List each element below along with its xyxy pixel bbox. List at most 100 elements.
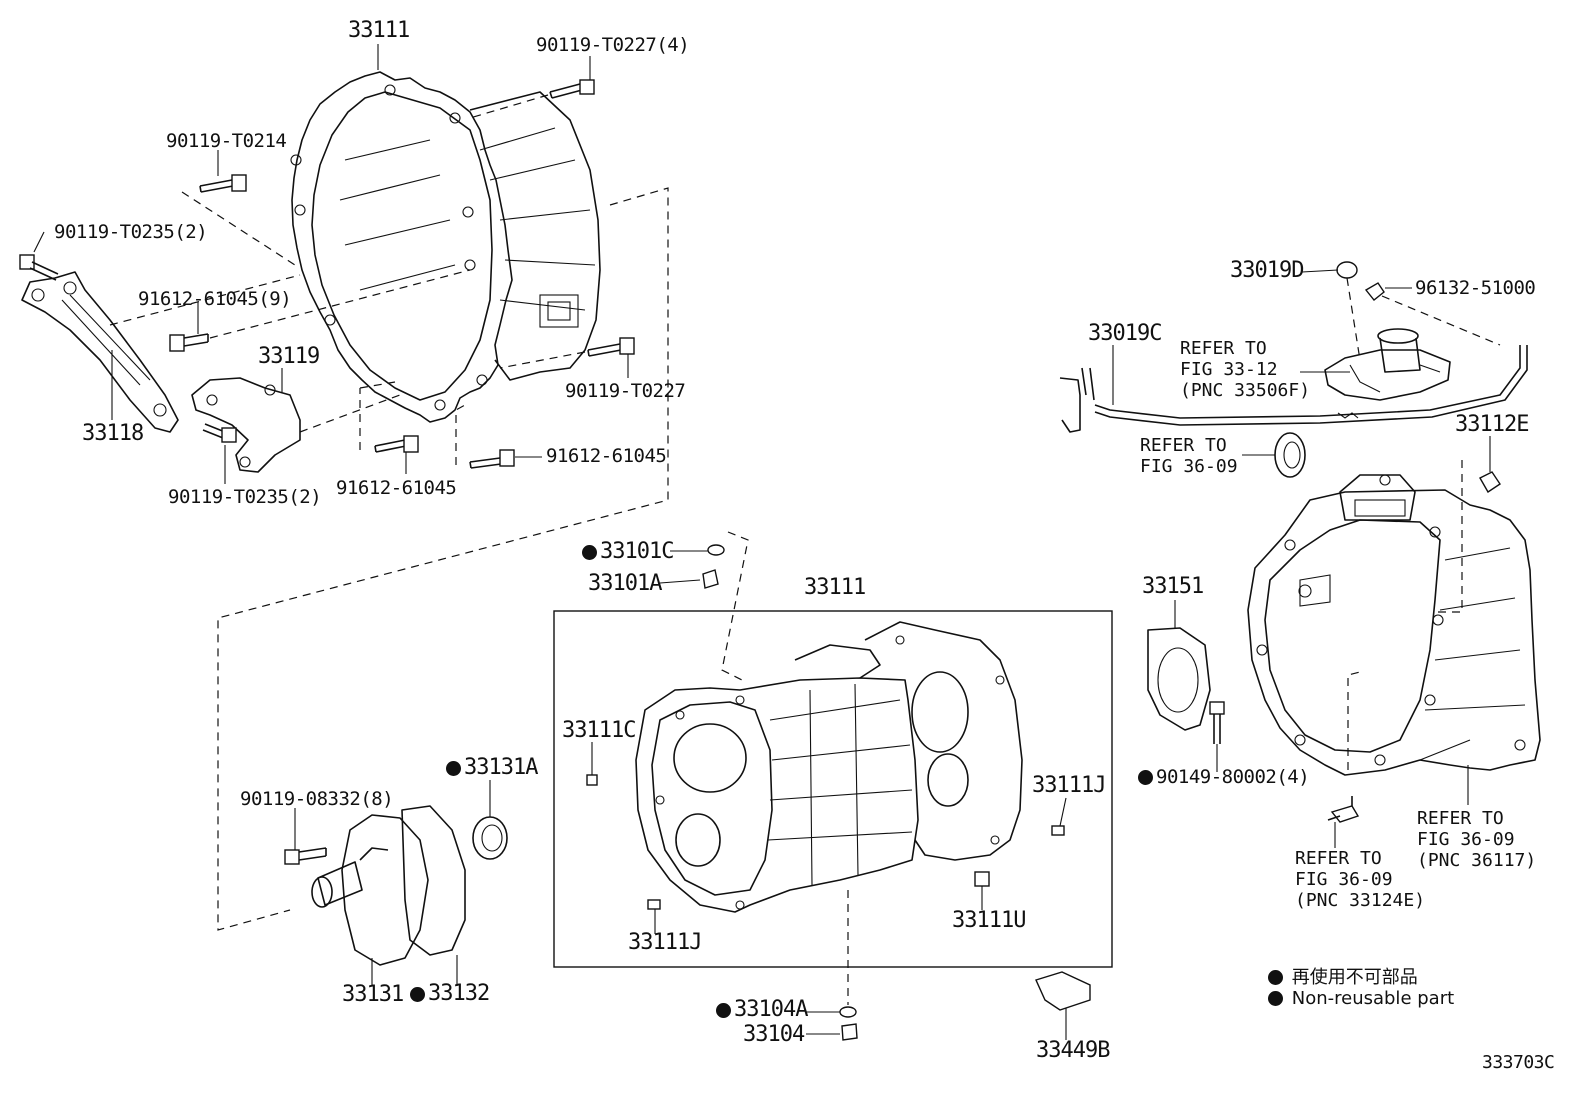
non-reusable-dot (446, 761, 461, 776)
label-91612-61045-b: 91612-61045 (546, 445, 667, 467)
bracket-33118-drawing (21, 271, 179, 433)
oil-seal-33131A-drawing (472, 816, 508, 860)
note-fig3609-33124E-line1: REFER TO (1295, 848, 1382, 869)
non-reusable-dot (582, 545, 597, 560)
bolt-91612-61045-b (469, 449, 515, 469)
guide-line-33019D (1346, 277, 1361, 361)
transmission-case-drawing (635, 621, 1023, 913)
label-33449B: 33449B (1036, 1038, 1110, 1063)
shift-lever-retainer-drawing (1324, 328, 1451, 401)
plug-33104 (841, 1023, 858, 1041)
breather-tube-33019C (1059, 345, 1528, 433)
legend-non-reusable-en: Non-reusable part (1268, 988, 1454, 1009)
label-90149-80002-4-text: 90149-80002(4) (1156, 766, 1310, 788)
bolt-91612-61045-9 (169, 333, 209, 352)
label-90119-T0227-4: 90119-T0227(4) (536, 34, 690, 56)
note-fig3609-line2: FIG 36-09 (1140, 456, 1238, 477)
note-fig3609-33124E-line3: (PNC 33124E) (1295, 890, 1426, 911)
label-33111C: 33111C (562, 718, 636, 743)
bolt-90119-T0227 (587, 337, 635, 357)
guide-line-33101 (721, 531, 749, 681)
guide-line-96132 (1381, 295, 1501, 346)
guide-line-33124E (1347, 671, 1361, 770)
bolt-90119-T0227-4 (549, 79, 595, 99)
oil-seal-fig36-09 (1274, 432, 1306, 478)
label-90119-08332-8: 90119-08332(8) (240, 788, 394, 810)
pin-33111J-left (647, 899, 661, 910)
note-fig3312-line2: FIG 33-12 (1180, 359, 1278, 380)
plug-33111C (586, 774, 598, 786)
label-91612-61045-a: 91612-61045 (336, 477, 457, 499)
note-fig3609-line1: REFER TO (1140, 435, 1227, 456)
legend-en-text: Non-reusable part (1291, 988, 1455, 1009)
diagram-id: 333703C (1482, 1052, 1555, 1073)
guide-line-housing-to-cover (217, 187, 669, 931)
label-33119: 33119 (258, 344, 320, 369)
label-33104A-text: 33104A (734, 997, 808, 1022)
transmission-case-group-box (553, 610, 1113, 968)
bolt-90119-T0235-2-upper (19, 254, 59, 281)
leader-lines (33, 44, 1491, 1040)
bolt-90119-T0235-2-lower (202, 423, 237, 443)
note-fig3312-line3: (PNC 33506F) (1180, 380, 1311, 401)
clamp-33449B (1035, 971, 1091, 1011)
label-33132: 33132 (410, 981, 490, 1006)
plug-33112E (1479, 471, 1501, 493)
label-96132-51000: 96132-51000 (1415, 277, 1536, 299)
label-33019D: 33019D (1230, 258, 1304, 283)
note-refer-fig-33-12: REFER TO FIG 33-12 (PNC 33506F) (1180, 338, 1310, 401)
guide-line-T0227 (499, 351, 586, 369)
note-refer-fig-36-09-seal: REFER TO FIG 36-09 (1140, 435, 1238, 477)
pin-33111J-right (1051, 825, 1065, 836)
label-33131: 33131 (342, 982, 404, 1007)
label-33111J-right: 33111J (1032, 773, 1106, 798)
clutch-housing-drawing (290, 71, 601, 423)
note-fig3609-36117-line2: FIG 36-09 (1417, 829, 1515, 850)
guide-line-bracket-33118 (109, 274, 301, 326)
guide-line-91612-a (359, 381, 396, 450)
plug-33101A (702, 569, 719, 589)
guide-line-bolt-91612-9 (209, 269, 471, 339)
gasket-33101C (707, 544, 725, 556)
legend-non-reusable-jp: 再使用不可部品 (1268, 963, 1418, 989)
label-33111J-left: 33111J (628, 930, 702, 955)
label-33111-mid: 33111 (804, 575, 866, 600)
clip-33019D (1336, 261, 1358, 279)
label-33104A: 33104A (716, 997, 808, 1022)
note-fig3609-36117-line3: (PNC 36117) (1417, 850, 1537, 871)
note-refer-fig-36-09-36117: REFER TO FIG 36-09 (PNC 36117) (1417, 808, 1536, 871)
ring-96132-51000 (1364, 282, 1385, 301)
pin-33111U (974, 871, 990, 887)
guide-line-33119 (299, 394, 401, 433)
bolt-90119-T0214 (199, 174, 247, 193)
note-refer-fig-36-09-33124E: REFER TO FIG 36-09 (PNC 33124E) (1295, 848, 1425, 911)
label-33132-text: 33132 (428, 981, 490, 1006)
label-33131A: 33131A (446, 755, 538, 780)
label-33111-top: 33111 (348, 18, 410, 43)
label-33104: 33104 (743, 1022, 805, 1047)
label-90119-T0235-2-upper: 90119-T0235(2) (54, 221, 208, 243)
label-33101A: 33101A (588, 571, 662, 596)
bracket-33119-drawing (191, 377, 301, 473)
label-33151: 33151 (1142, 574, 1204, 599)
gasket-33151-drawing (1147, 627, 1211, 731)
label-33131A-text: 33131A (464, 755, 538, 780)
guide-line-91612-b (455, 404, 466, 465)
gasket-33132-drawing (401, 805, 466, 956)
legend-jp-text: 再使用不可部品 (1291, 967, 1418, 988)
label-90119-T0214: 90119-T0214 (166, 130, 287, 152)
extension-housing-drawing (1247, 474, 1541, 776)
label-90119-T0227: 90119-T0227 (565, 380, 686, 402)
gasket-33104A (839, 1006, 857, 1018)
bolt-90149-80002-4 (1209, 701, 1225, 744)
label-33019C: 33019C (1088, 321, 1162, 346)
label-33101C: 33101C (582, 539, 674, 564)
note-fig3609-36117-line1: REFER TO (1417, 808, 1504, 829)
guide-line-bolt-T0214 (181, 191, 296, 266)
label-33112E: 33112E (1455, 412, 1529, 437)
non-reusable-dot (716, 1003, 731, 1018)
label-33111U: 33111U (952, 908, 1026, 933)
label-33101C-text: 33101C (600, 539, 674, 564)
legend-dot-en (1268, 991, 1283, 1006)
label-91612-61045-9: 91612-61045(9) (138, 288, 292, 310)
